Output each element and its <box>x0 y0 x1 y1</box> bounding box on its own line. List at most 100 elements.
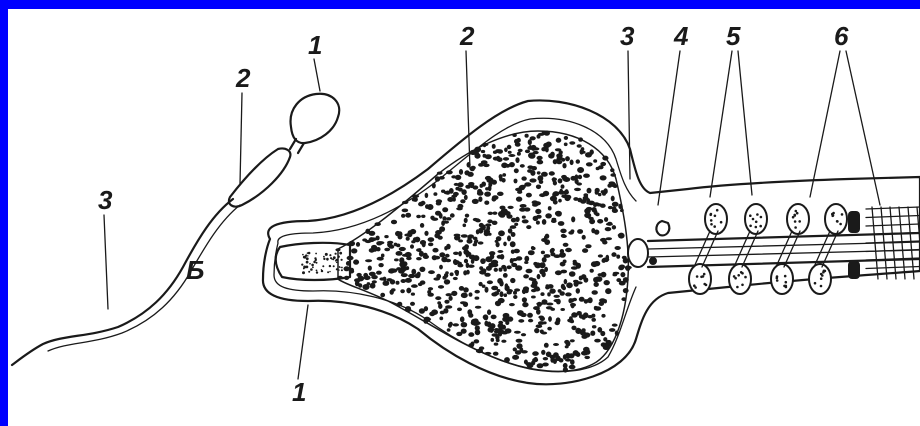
chromatin-granule <box>506 214 512 219</box>
small-label-head: 1 <box>308 30 322 60</box>
chromatin-granule <box>474 339 480 343</box>
label-head: 1 <box>292 377 306 407</box>
mitochondrion <box>705 204 727 234</box>
chromatin-granule <box>416 257 422 260</box>
chromatin-granule <box>544 267 548 272</box>
chromatin-granule <box>564 279 568 284</box>
acrosome-granule <box>312 266 314 268</box>
chromatin-granule <box>494 330 501 334</box>
chromatin-granule <box>485 223 491 226</box>
chromatin-granule <box>431 218 438 221</box>
chromatin-granule <box>459 286 464 291</box>
chromatin-granule <box>594 261 598 266</box>
annulus-top <box>848 211 860 233</box>
chromatin-granule <box>410 302 415 306</box>
chromatin-granule <box>520 185 526 189</box>
acrosome-granule <box>336 262 338 264</box>
chromatin-granule <box>594 306 601 311</box>
chromatin-granule <box>485 287 489 293</box>
chromatin-granule <box>460 316 465 322</box>
chromatin-granule <box>399 247 406 251</box>
mitochondrion-granule <box>798 220 801 223</box>
chromatin-granule <box>582 331 586 334</box>
mitochondrion-granule <box>755 226 758 229</box>
chromatin-granule <box>524 261 528 264</box>
mitochondrion-granule <box>794 226 797 229</box>
small-label-midpiece: 2 <box>235 63 251 93</box>
chromatin-granule <box>449 296 453 301</box>
chromatin-granule <box>498 230 505 236</box>
chromatin-granule <box>461 322 468 327</box>
chromatin-granule <box>488 327 495 332</box>
chromatin-granule <box>607 222 612 226</box>
acrosome-granule <box>311 264 314 267</box>
mitochondrion-granule <box>795 210 798 213</box>
chromatin-granule <box>468 332 474 337</box>
chromatin-granule <box>459 169 463 175</box>
acrosome-granule <box>302 254 304 256</box>
chromatin-granule <box>501 163 508 169</box>
mitochondrion-granule <box>820 277 823 280</box>
chromatin-granule <box>510 225 517 229</box>
chromatin-granule <box>371 245 377 250</box>
chromatin-granule <box>492 212 497 215</box>
chromatin-granule <box>397 302 402 307</box>
chromatin-granule <box>541 172 548 177</box>
chromatin-granule <box>454 235 460 240</box>
chromatin-granule <box>507 235 511 241</box>
chromatin-granule <box>523 274 529 278</box>
label-fibrils: 6 <box>834 21 849 51</box>
chromatin-granule <box>450 213 455 217</box>
principal-piece-fibrils <box>866 207 920 279</box>
chromatin-granule <box>565 248 572 252</box>
chromatin-granule <box>473 318 479 324</box>
chromatin-granule <box>531 246 535 250</box>
chromatin-granule <box>508 151 512 154</box>
chromatin-granule <box>399 257 404 263</box>
small-label-letter: Б <box>186 255 204 285</box>
chromatin-granule <box>518 149 523 152</box>
chromatin-granule <box>453 277 458 280</box>
chromatin-granule <box>463 302 468 307</box>
chromatin-granule <box>485 187 489 190</box>
mitochondrion <box>745 204 767 234</box>
chromatin-granule <box>504 293 508 297</box>
acrosome-granule <box>341 267 343 269</box>
leader-nucleus <box>466 51 470 169</box>
chromatin-granule <box>560 308 565 311</box>
chromatin-granule <box>446 170 453 174</box>
mitochondrion-granule <box>832 214 835 217</box>
chromatin-granule <box>394 258 399 261</box>
chromatin-granule <box>522 302 528 307</box>
mitochondrion-granule <box>696 275 699 278</box>
chromatin-granule <box>537 156 543 160</box>
chromatin-granule <box>349 241 356 246</box>
chromatin-granule <box>467 239 473 244</box>
chromatin-granule <box>568 231 574 235</box>
chromatin-granule <box>487 233 491 236</box>
chromatin-granule <box>466 270 470 275</box>
mitochondrion-granule <box>749 214 752 217</box>
chromatin-granule <box>611 252 616 257</box>
mitochondrion-granule <box>755 221 758 224</box>
chromatin-granule <box>516 339 523 343</box>
chromatin-granule <box>351 248 357 253</box>
chromatin-granule <box>378 263 383 267</box>
chromatin-granule <box>485 176 492 180</box>
small-sperm-tail-inner <box>48 205 240 351</box>
chromatin-granule <box>618 234 624 237</box>
chromatin-granule <box>535 209 541 214</box>
chromatin-granule <box>558 199 562 203</box>
chromatin-granule <box>432 255 437 260</box>
chromatin-granule <box>611 196 615 202</box>
chromatin-granule <box>398 234 403 239</box>
acrosome-granule <box>310 268 313 271</box>
chromatin-granule <box>484 192 491 197</box>
chromatin-granule <box>570 160 574 166</box>
chromatin-granule <box>465 250 469 253</box>
neck-vesicle <box>656 221 669 235</box>
chromatin-granule <box>514 249 520 254</box>
chromatin-granule <box>519 208 526 212</box>
chromatin-granule <box>519 311 523 316</box>
chromatin-granule <box>464 218 468 223</box>
